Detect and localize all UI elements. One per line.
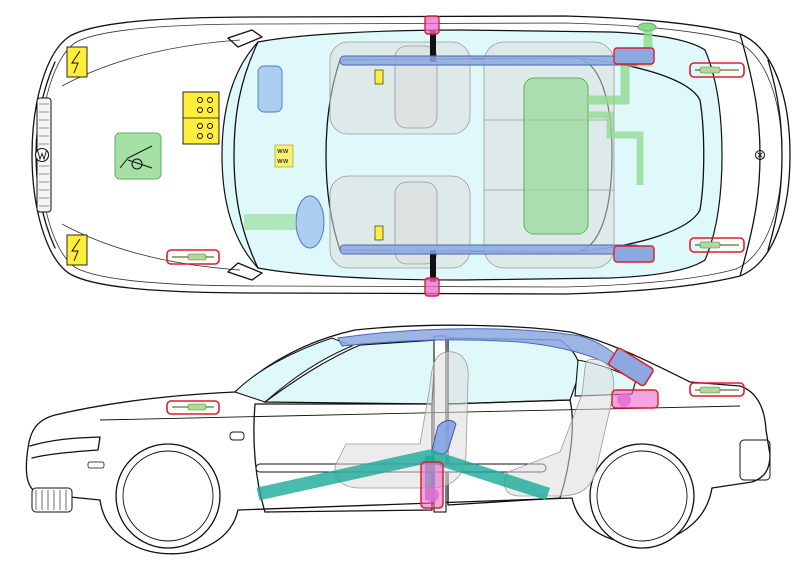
side-view-body-outline	[25, 324, 771, 555]
front-side-window	[263, 339, 437, 405]
roof-glass-area	[221, 29, 723, 281]
rear-window-edge	[574, 57, 705, 253]
fuel-filler-neck	[588, 111, 644, 185]
rear-inflator-side	[608, 347, 654, 387]
inflator-rear-right	[613, 245, 655, 263]
rear-bumper-side	[739, 439, 771, 481]
curtain-airbag-top-left	[339, 55, 641, 66]
front-door	[253, 403, 433, 513]
pretensioner-top-right	[424, 277, 440, 297]
right-mirror	[227, 262, 263, 281]
curtain-airbag-top-right	[339, 244, 641, 255]
top-view-inner-outline	[39, 22, 783, 288]
high-voltage-icon-front-left	[66, 46, 88, 78]
headlight	[29, 436, 101, 459]
inflator-rear-left	[613, 47, 655, 65]
hood-left-line	[61, 39, 241, 87]
b-pillar-top-right	[430, 250, 436, 282]
svg-text:ᴡᴡ: ᴡᴡ	[277, 157, 289, 165]
vw-logo-icon	[34, 147, 50, 163]
rear-wheel	[589, 443, 695, 549]
seatbelt-reel-front-right	[374, 225, 384, 241]
seatbelt-reel-front-left	[374, 69, 384, 85]
passenger-airbag-module	[257, 65, 283, 113]
front-door-handle	[229, 431, 245, 441]
front-fog-grille-slats	[35, 490, 67, 510]
pedestrian-hood-icon	[114, 132, 162, 180]
gas-strut-icon-rear-left	[689, 62, 745, 78]
front-wheel	[115, 443, 221, 549]
rear-pretensioner-side	[611, 389, 659, 409]
hood-right-line	[61, 223, 241, 271]
windscreen-side	[234, 337, 354, 403]
fuse-box-icon	[182, 91, 220, 145]
windshield-edge	[233, 41, 259, 269]
rear-bumper	[767, 59, 783, 251]
gas-strut-icon-side-hood	[166, 400, 220, 415]
left-mirror	[227, 29, 263, 48]
gas-strut-icon-front-right	[166, 249, 220, 265]
b-pillar-top-left	[430, 30, 436, 62]
driver-airbag-steering-wheel	[295, 195, 325, 249]
steering-column	[244, 214, 296, 230]
gas-strut-icon-side-trunk	[689, 382, 745, 397]
trunk-line	[739, 33, 761, 277]
pretensioner-side-bpillar	[420, 461, 444, 509]
high-voltage-icon-front-right	[66, 234, 88, 266]
side-marker	[87, 461, 105, 469]
pretensioner-top-left	[424, 15, 440, 35]
svg-text:ᴡᴡ: ᴡᴡ	[277, 147, 289, 155]
gas-strut-icon-rear-right	[689, 237, 745, 253]
grille-slats	[39, 103, 49, 207]
control-unit-icon: ᴡᴡ ᴡᴡ	[274, 144, 294, 168]
car-side-view	[25, 324, 771, 555]
car-top-view: ᴡᴡ ᴡᴡ	[31, 15, 791, 297]
